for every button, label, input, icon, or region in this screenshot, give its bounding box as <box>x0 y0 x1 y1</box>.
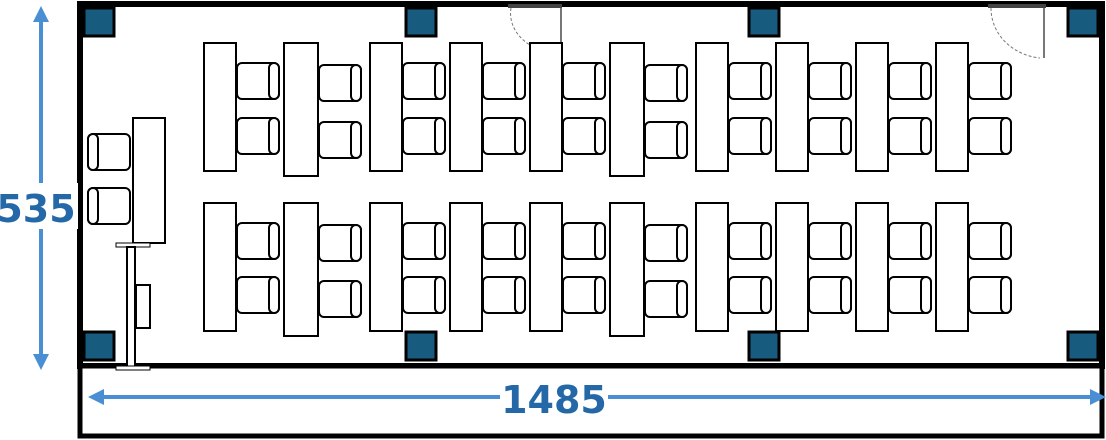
chair <box>808 222 852 260</box>
student-desk <box>203 42 237 172</box>
student-desk <box>775 42 809 172</box>
chair <box>402 117 446 155</box>
student-desk <box>855 42 889 172</box>
chair <box>888 117 932 155</box>
chair <box>562 222 606 260</box>
chair <box>888 62 932 100</box>
chair <box>402 62 446 100</box>
student-desk <box>855 202 889 332</box>
chair <box>482 62 526 100</box>
student-desk <box>529 202 563 332</box>
student-desk <box>695 202 729 332</box>
pillar <box>1066 330 1100 362</box>
pillar <box>404 6 438 38</box>
chair <box>236 62 280 100</box>
chair <box>482 276 526 314</box>
chair <box>482 117 526 155</box>
student-desk <box>609 202 645 337</box>
chair <box>644 64 688 102</box>
chair <box>236 117 280 155</box>
pillar <box>1066 6 1100 38</box>
chair <box>87 133 131 171</box>
chair <box>808 62 852 100</box>
chair <box>402 276 446 314</box>
chair <box>968 117 1012 155</box>
chair <box>318 280 362 318</box>
chair <box>644 224 688 262</box>
chair <box>318 121 362 159</box>
partition <box>126 246 136 370</box>
chair <box>562 62 606 100</box>
chair <box>968 276 1012 314</box>
chair <box>808 117 852 155</box>
pillar <box>82 6 116 38</box>
student-desk <box>283 202 319 337</box>
chair <box>236 276 280 314</box>
chair <box>888 222 932 260</box>
chair <box>888 276 932 314</box>
door-2[interactable] <box>988 4 1046 59</box>
student-desk <box>203 202 237 332</box>
teacher-desk <box>132 117 166 244</box>
pillar <box>82 330 116 362</box>
student-desk <box>283 42 319 177</box>
student-desk <box>935 42 969 172</box>
chair <box>728 222 772 260</box>
student-desk <box>369 42 403 172</box>
chair <box>644 280 688 318</box>
partition-bottom <box>115 365 151 371</box>
chair <box>808 276 852 314</box>
chair <box>728 276 772 314</box>
chair <box>318 64 362 102</box>
chair <box>968 62 1012 100</box>
pillar <box>404 330 438 362</box>
chair <box>482 222 526 260</box>
chair <box>644 121 688 159</box>
student-desk <box>369 202 403 332</box>
door-1[interactable] <box>508 4 562 46</box>
pillar <box>747 330 781 362</box>
chair <box>87 187 131 225</box>
chair <box>728 62 772 100</box>
height-label: 535 <box>0 187 76 231</box>
chair <box>562 117 606 155</box>
student-desk <box>935 202 969 332</box>
chair <box>562 276 606 314</box>
student-desk <box>695 42 729 172</box>
student-desk <box>529 42 563 172</box>
student-desk <box>609 42 645 177</box>
student-desk <box>449 202 483 332</box>
chair <box>402 222 446 260</box>
chair <box>968 222 1012 260</box>
pillar <box>747 6 781 38</box>
side-cabinet <box>135 284 151 329</box>
student-desk <box>449 42 483 172</box>
chair <box>728 117 772 155</box>
chair <box>318 224 362 262</box>
student-desk <box>775 202 809 332</box>
chair <box>236 222 280 260</box>
width-label: 1485 <box>501 378 607 422</box>
